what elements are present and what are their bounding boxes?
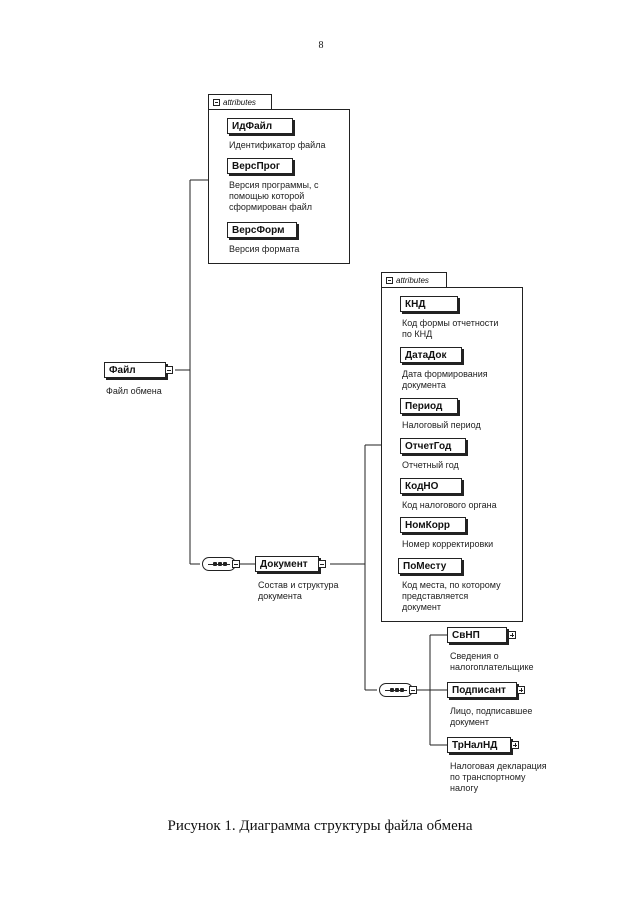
child-node-label: СвНП (452, 630, 480, 641)
child-description: Лицо, подписавшее документ (450, 706, 533, 727)
attribute-node: ОтчетГод (400, 438, 466, 454)
attribute-description: Идентификатор файла (229, 140, 326, 150)
child-node-label: Подписант (452, 685, 506, 696)
figure-caption: Рисунок 1. Диаграмма структуры файла обм… (167, 818, 473, 834)
attribute-description: Отчетный год (402, 460, 459, 470)
file-attributes-group: ИдФайл Идентификатор файла ВерсПрог Верс… (208, 109, 350, 264)
expand-icon (511, 741, 519, 749)
attribute-node: Период (400, 398, 458, 414)
page-number: 8 (318, 40, 324, 51)
root-node: Файл (104, 362, 166, 378)
collapse-icon (318, 560, 326, 568)
child-node-label: ТрНалНД (452, 740, 498, 751)
child-description: Налоговая декларация по транспортному на… (450, 761, 547, 793)
attribute-node: ВерсФорм (227, 222, 297, 238)
attribute-description: Номер корректировки (402, 539, 494, 549)
attribute-node: НомКорр (400, 517, 466, 533)
expand-icon (517, 686, 525, 694)
attribute-node: ВерсПрог (227, 158, 293, 174)
attribute-description: Версия программы, с помощью которой сфор… (229, 180, 319, 212)
attribute-node: ДатаДок (400, 347, 462, 363)
attribute-description: Версия формата (229, 244, 300, 254)
attribute-description: Дата формирования документа (402, 369, 488, 390)
sequence-icon (202, 557, 236, 571)
child-node: Подписант (447, 682, 517, 698)
document-attributes-header-label: attributes (396, 276, 429, 285)
root-node-label: Файл (109, 365, 136, 376)
attribute-description: Код формы отчетности по КНД (402, 318, 499, 339)
attribute-node: ПоМесту (398, 558, 462, 574)
document-attributes-header: attributes (381, 272, 447, 287)
file-attributes-header: attributes (208, 94, 272, 109)
collapse-icon (213, 99, 220, 106)
sequence-icon (379, 683, 413, 697)
collapse-icon (232, 560, 240, 568)
document-node: Документ (255, 556, 319, 572)
expand-icon (508, 631, 516, 639)
child-node: СвНП (447, 627, 507, 643)
document-node-label: Документ (260, 559, 308, 570)
attribute-description: Налоговый период (402, 420, 481, 430)
attribute-node: КНД (400, 296, 458, 312)
document-attributes-group: КНД Код формы отчетности по КНД ДатаДок … (381, 287, 523, 622)
collapse-icon (386, 277, 393, 284)
child-node: ТрНалНД (447, 737, 511, 753)
attribute-node: КодНО (400, 478, 462, 494)
document-description: Состав и структура документа (258, 580, 339, 601)
root-description: Файл обмена (106, 386, 162, 396)
collapse-icon (409, 686, 417, 694)
attribute-description: Код места, по которому представляется до… (402, 580, 501, 612)
attribute-description: Код налогового органа (402, 500, 497, 510)
child-description: Сведения о налогоплательщике (450, 651, 534, 672)
file-attributes-header-label: attributes (223, 98, 256, 107)
attribute-node: ИдФайл (227, 118, 293, 134)
collapse-icon (165, 366, 173, 374)
